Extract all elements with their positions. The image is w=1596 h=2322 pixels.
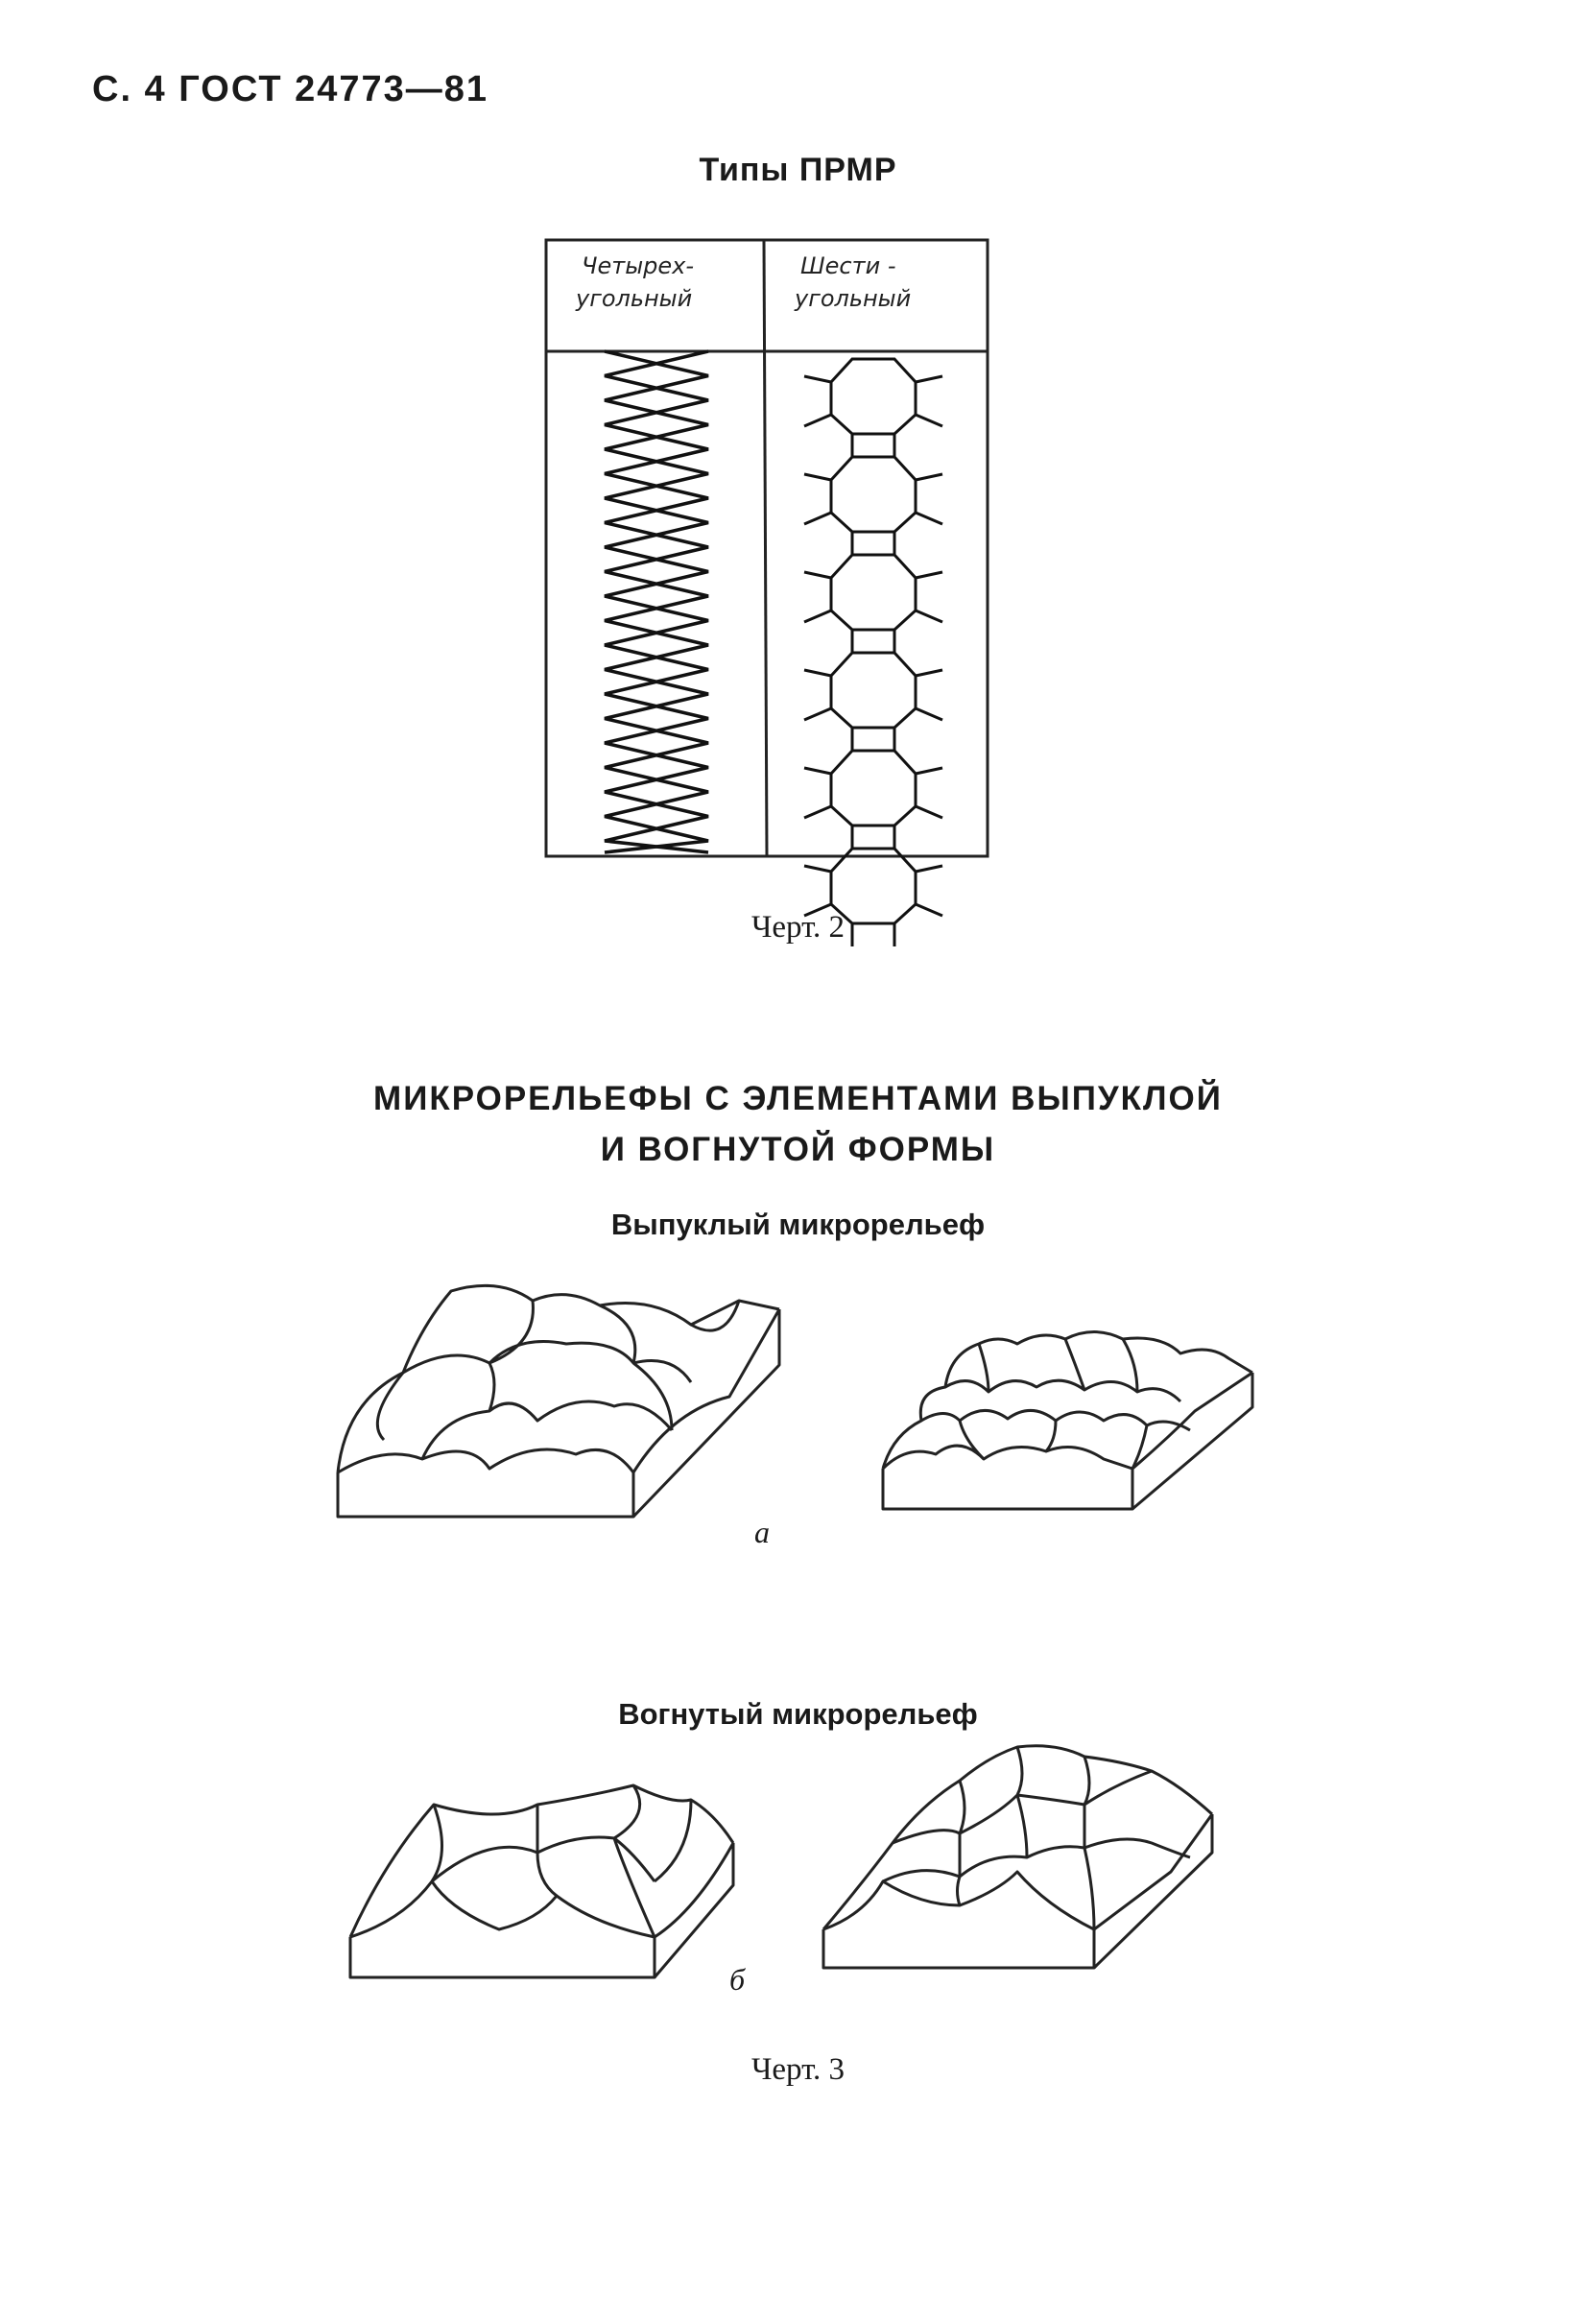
- section-title-line1: МИКРОРЕЛЬЕФЫ С ЭЛЕМЕНТАМИ ВЫПУКЛОЙ: [373, 1080, 1223, 1117]
- section-title-line2: И ВОГНУТОЙ ФОРМЫ: [600, 1131, 996, 1168]
- column1-header: Четырех- угольный: [576, 250, 749, 315]
- hexagonal-mesh-pattern: [803, 357, 943, 946]
- figure2-title: Типы ПРМР: [699, 152, 897, 188]
- column1-header-line2: угольный: [576, 285, 693, 312]
- concave-title: Вогнутый микрорельеф: [618, 1697, 978, 1731]
- column2-header: Шести - угольный: [795, 250, 967, 315]
- label-b: б: [729, 1962, 746, 1997]
- figure2-caption: Черт. 2: [750, 910, 846, 945]
- figure3-caption: Черт. 3: [750, 2052, 846, 2087]
- column2-header-line1: Шести -: [800, 252, 896, 279]
- page-header: С. 4 ГОСТ 24773—81: [92, 69, 489, 109]
- quadrilateral-mesh-pattern: [604, 349, 709, 854]
- convex-title: Выпуклый микрорельеф: [610, 1208, 986, 1241]
- label-a: а: [754, 1515, 770, 1549]
- column1-header-line1: Четырех-: [582, 252, 695, 279]
- column2-header-line2: угольный: [795, 285, 912, 312]
